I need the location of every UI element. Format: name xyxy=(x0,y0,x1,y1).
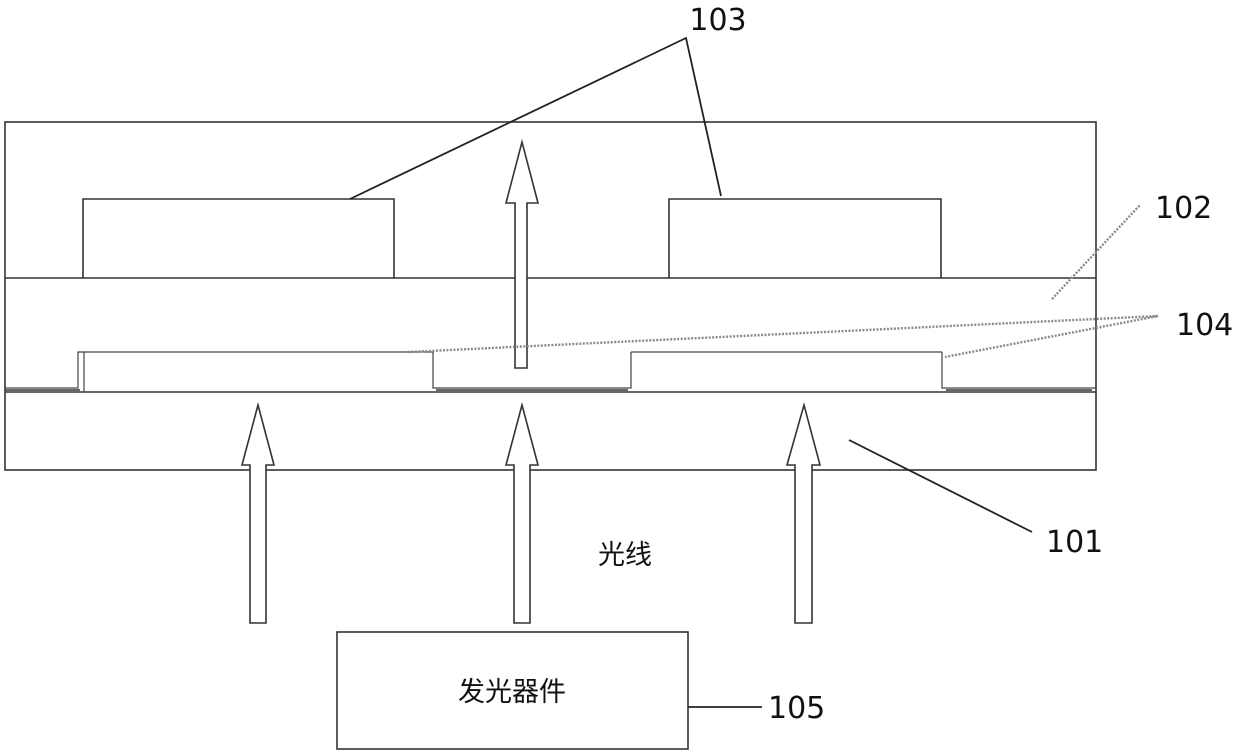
label-104: 104 xyxy=(1176,308,1233,343)
leader-101 xyxy=(849,440,1032,532)
layer-104-middle-step xyxy=(433,352,631,388)
arrow-up-right xyxy=(787,405,820,623)
layer-104-right-step xyxy=(942,352,1096,388)
label-105: 105 xyxy=(768,691,825,726)
outer-frame xyxy=(5,122,1096,470)
arrow-up-left xyxy=(242,405,274,623)
block-103-left xyxy=(83,199,394,278)
leader-103 xyxy=(350,38,721,199)
layer-104-profile xyxy=(5,352,84,392)
arrow-up-center xyxy=(506,405,538,623)
arrow-up-top xyxy=(506,142,538,368)
light-emitter-label: 发光器件 xyxy=(458,677,566,708)
label-103: 103 xyxy=(689,3,746,38)
block-103-right xyxy=(669,199,941,278)
label-102: 102 xyxy=(1155,191,1212,226)
light-rays-label: 光线 xyxy=(598,540,652,571)
label-101: 101 xyxy=(1046,525,1103,560)
